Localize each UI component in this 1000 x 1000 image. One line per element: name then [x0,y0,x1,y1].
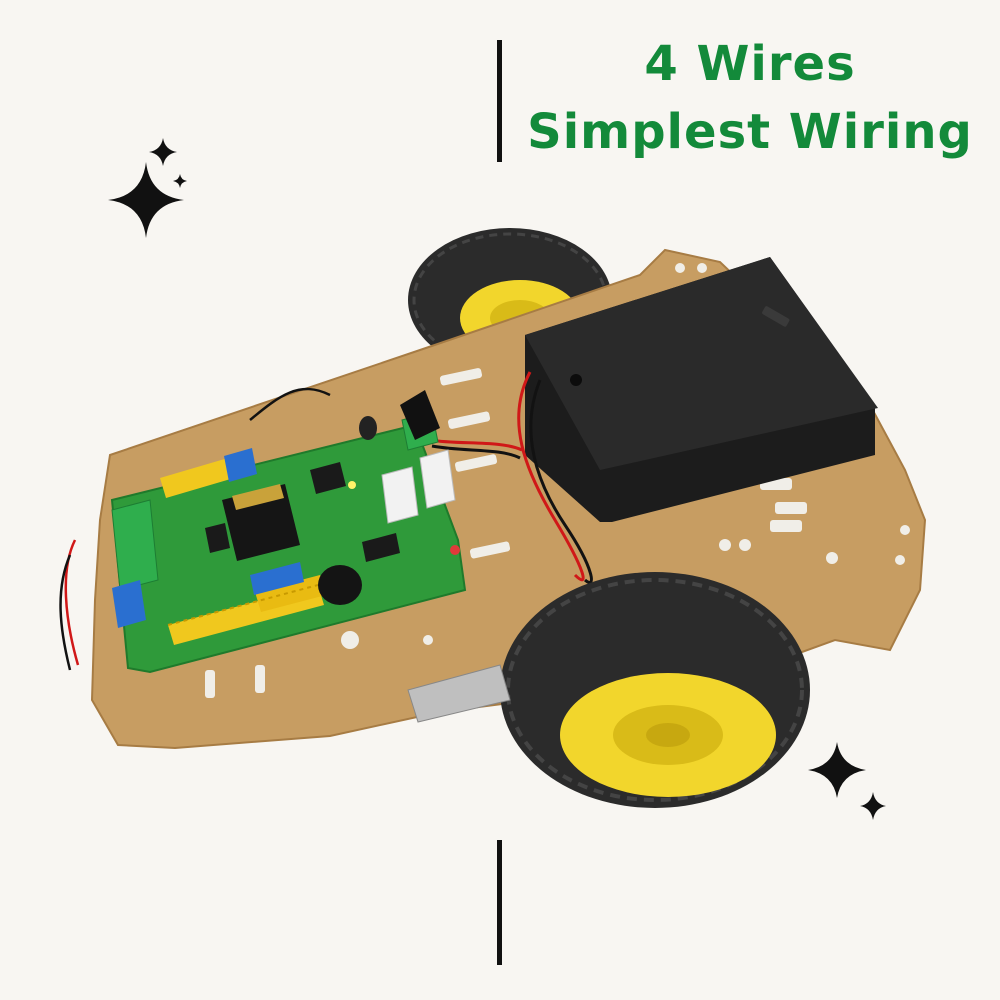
gear-motor [407,664,511,723]
headline-line-2: Simplest Wiring [527,104,973,160]
wires [59,371,593,671]
screw-terminal-left [111,499,159,591]
battery-box [525,257,878,522]
buzzer [318,565,362,605]
controller-board [110,411,467,674]
header-pins-top [160,458,234,498]
divider-bottom [497,840,502,965]
front-wheel-bottom [500,572,810,808]
chassis-holes [205,263,910,698]
header-pins-bottom [167,575,326,645]
headline-line-1: 4 Wires [644,36,856,92]
divider-top [497,40,502,162]
headline: 4 Wires Simplest Wiring [520,30,980,166]
barrel-jack [400,390,440,440]
